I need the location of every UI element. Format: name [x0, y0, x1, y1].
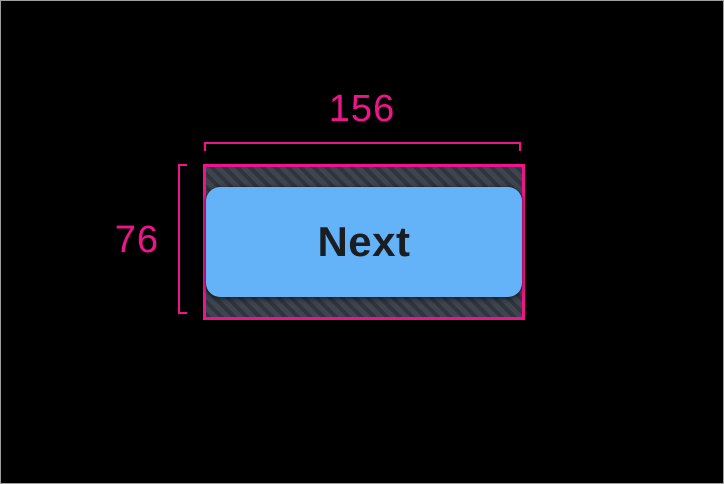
next-button-label: Next — [317, 218, 411, 265]
width-dimension-label: 156 — [328, 88, 396, 130]
height-dimension-label: 76 — [114, 219, 159, 261]
height-dimension-bracket — [178, 164, 187, 314]
tap-target-bounds: Next — [203, 164, 525, 320]
next-button[interactable]: Next — [206, 187, 522, 297]
width-dimension-bracket — [204, 142, 521, 151]
